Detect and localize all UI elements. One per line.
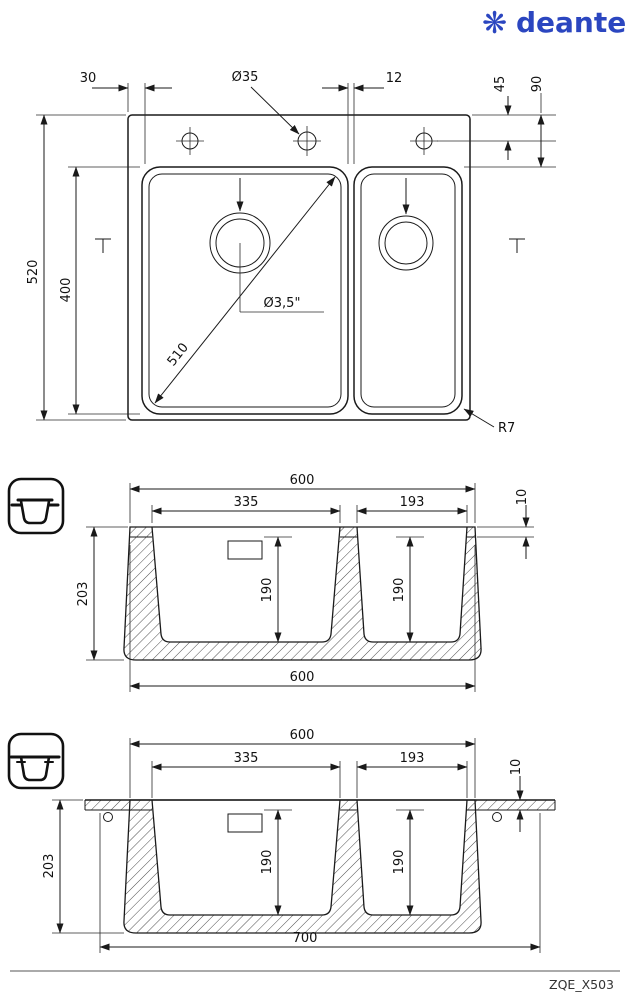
dim-bowl2-width: 193 (356, 495, 468, 523)
sink-section-body (123, 799, 482, 934)
dim-bowl2-width: 193 (356, 751, 468, 798)
dim-label-203: 203 (76, 582, 91, 607)
dim-bowl1-depth: 190 (260, 536, 292, 643)
dim-label-400: 400 (59, 278, 74, 303)
dim-bowl-length: 400 (59, 166, 140, 415)
dim-label-30: 30 (80, 71, 97, 86)
dim-bowl2-depth: 190 (392, 536, 424, 643)
dim-corner-radius: R7 (463, 408, 515, 436)
dim-width-top: 600 (129, 728, 476, 798)
dim-label-190-b2: 190 (392, 578, 407, 603)
dim-bowl-diagonal: 510 (154, 176, 336, 404)
dim-bowl1-width: 335 (151, 751, 341, 798)
dim-total-height: 203 (76, 526, 128, 661)
dim-bowl1-width: 335 (151, 495, 341, 523)
dim-rim-thickness: 10 (509, 759, 524, 832)
brand-logo: ❋ deante (482, 6, 626, 41)
flush-mount-icon (7, 732, 65, 790)
dim-partition: 12 (322, 71, 402, 164)
dim-label-193: 193 (400, 495, 425, 510)
dim-label-335: 335 (234, 751, 259, 766)
title-block: ZQE_X503 (10, 970, 620, 992)
dim-label-r7: R7 (498, 421, 515, 436)
model-code: ZQE_X503 (549, 977, 614, 992)
dim-bowl-offset: 90 (464, 76, 556, 168)
deante-logo-text: deante (516, 6, 626, 39)
dim-total-depth: 520 (26, 114, 126, 421)
dim-bowl2-depth: 190 (392, 809, 424, 916)
mounting-clip-right (492, 812, 502, 822)
dim-label-193: 193 (400, 751, 425, 766)
dim-label-600-bottom: 600 (290, 670, 315, 685)
dim-bowl1-depth: 190 (260, 809, 292, 916)
dim-label-335: 335 (234, 495, 259, 510)
section-view-inset: 600 335 193 10 203 (7, 473, 534, 692)
dim-label-600-top: 600 (290, 473, 315, 488)
dim-label-drain: Ø3,5" (264, 296, 301, 311)
inset-mount-icon (7, 477, 65, 535)
dim-label-190-b2: 190 (392, 850, 407, 875)
dim-cabinet-width: 700 (99, 813, 541, 953)
dim-width-top: 600 (129, 473, 476, 523)
bowl-large (141, 166, 349, 415)
dim-label-520: 520 (26, 260, 41, 285)
dim-label-510: 510 (165, 340, 192, 369)
centerline-marker-right (509, 238, 525, 253)
drain-small (378, 215, 434, 271)
dim-label-hole: Ø35 (232, 70, 259, 85)
dim-label-600-top: 600 (290, 728, 315, 743)
dim-rim-left: 30 (80, 71, 172, 164)
dim-label-90: 90 (530, 76, 545, 93)
dim-rim-thickness: 10 (477, 489, 534, 559)
mounting-clip-left (103, 812, 113, 822)
dim-label-190-b1: 190 (260, 850, 275, 875)
dim-label-190-b1: 190 (260, 578, 275, 603)
faucet-holes (176, 126, 438, 156)
sink-outline (127, 114, 471, 421)
countertop (84, 799, 556, 822)
dim-drain-size: Ø3,5" (239, 243, 324, 313)
overflow-slot (227, 540, 263, 560)
deante-logo-icon: ❋ (482, 6, 507, 41)
dim-label-203: 203 (42, 854, 57, 879)
centerline-marker-left (95, 238, 111, 253)
drain-centerlines (236, 178, 410, 215)
top-view: 520 400 30 Ø35 12 (26, 70, 556, 436)
dim-label-700: 700 (293, 931, 318, 946)
overflow-slot (227, 813, 263, 833)
dim-label-10: 10 (509, 759, 524, 776)
dim-label-12: 12 (386, 71, 403, 86)
dim-total-height: 203 (42, 799, 124, 934)
dim-hole-diameter: Ø35 (232, 70, 300, 135)
dim-label-45: 45 (493, 76, 508, 93)
section-view-flush: 600 335 193 10 203 190 (7, 728, 556, 953)
bowl-small (353, 166, 463, 415)
sink-section-body (123, 526, 482, 661)
dim-label-10: 10 (515, 489, 530, 506)
dim-width-bottom: 600 (129, 545, 476, 692)
